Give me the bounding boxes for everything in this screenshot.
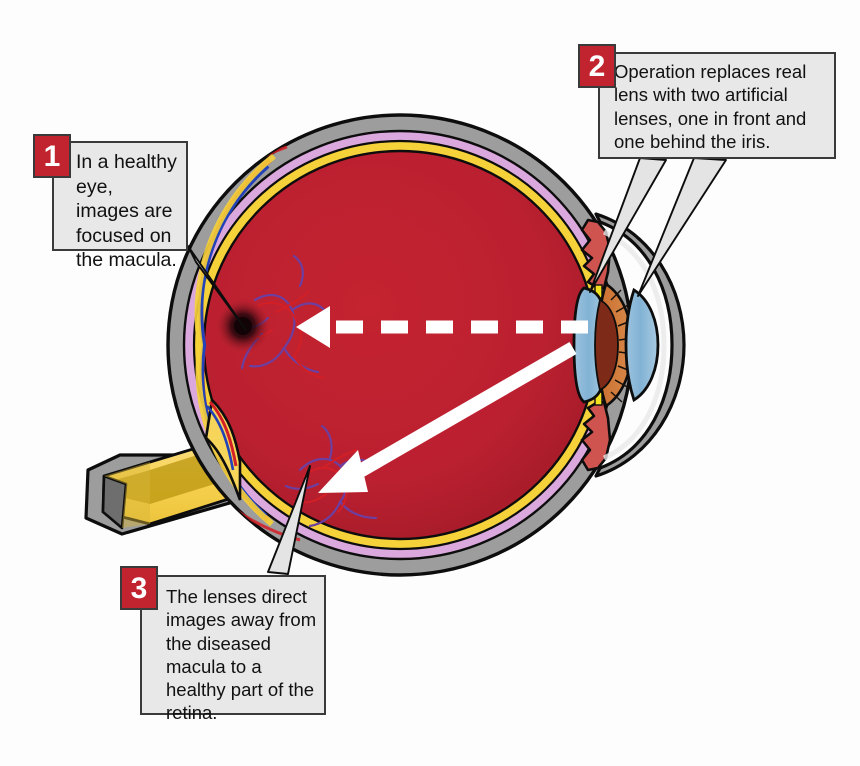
callout-text-1: In a healthy eye, images are focused on … [76, 151, 177, 272]
callout-box-1: In a healthy eye, images are focused on … [52, 141, 188, 271]
callout-box-2: Operation replaces real lens with two ar… [598, 52, 836, 159]
leader-line-1 [187, 245, 247, 331]
pupil [594, 298, 619, 392]
leader-line-2a [589, 157, 667, 293]
light-path-arrows [296, 306, 588, 493]
callout-text-2: Operation replaces real lens with two ar… [614, 61, 807, 152]
callout-box-3: The lenses direct images away from the d… [140, 575, 326, 723]
leader-line-3 [267, 465, 311, 575]
callout-leader-lines [187, 157, 727, 575]
callout-text-3: The lenses direct images away from the d… [166, 586, 317, 724]
cornea-highlight [602, 229, 667, 461]
leader-line-2b [637, 157, 727, 297]
eye-wall-layers [166, 113, 634, 577]
dashed-light-path-arrow [296, 306, 588, 348]
solid-light-path-arrow [318, 341, 577, 493]
callout-badge-1: 1 [33, 134, 71, 178]
anterior-artificial-lens [624, 287, 660, 403]
callout-badge-2: 2 [578, 44, 616, 88]
retinal-vessels [238, 254, 378, 528]
anterior-segment [572, 212, 686, 478]
cornea [594, 212, 686, 478]
callout-badge-3: 3 [120, 566, 158, 610]
optic-disc [204, 397, 242, 501]
